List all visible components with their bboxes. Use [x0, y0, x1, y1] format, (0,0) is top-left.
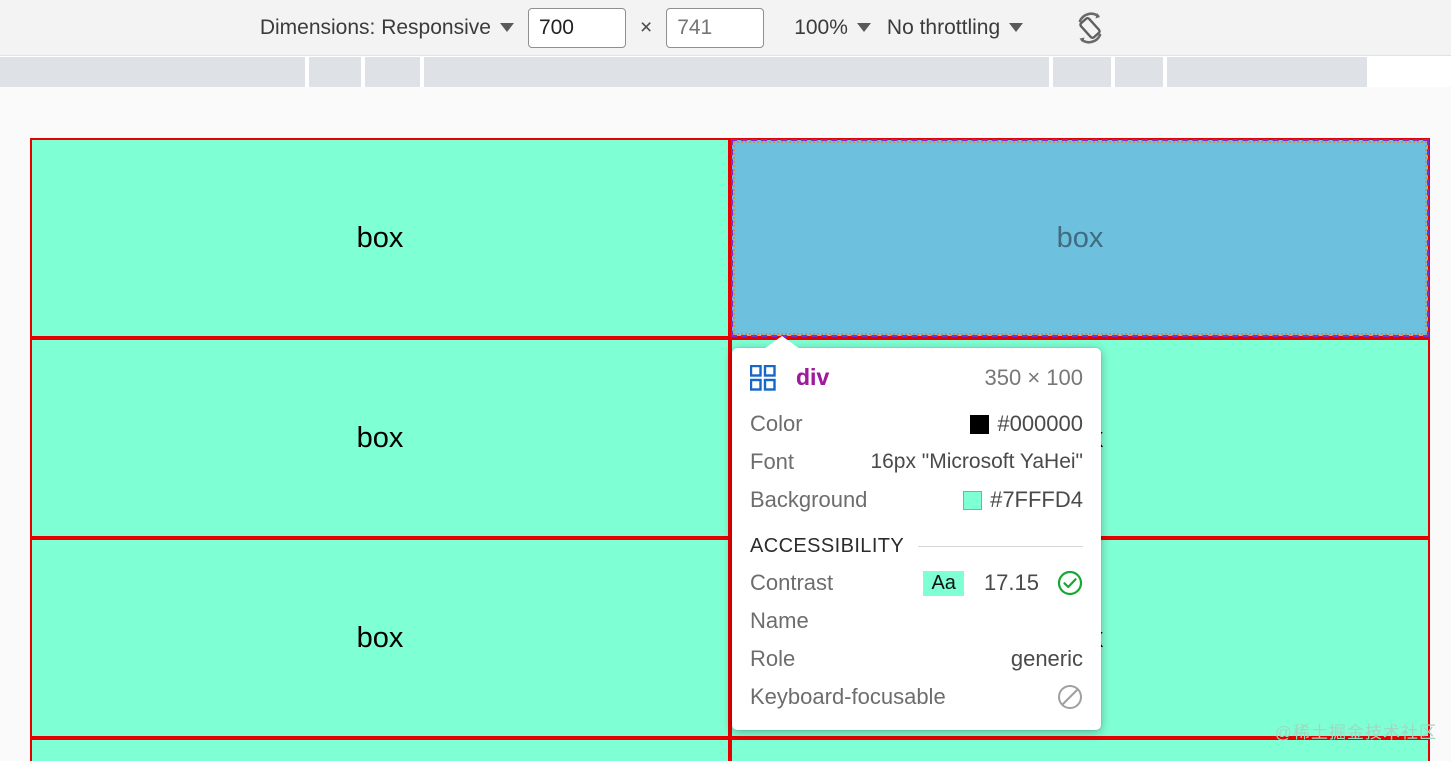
font-value: 16px "Microsoft YaHei"	[870, 450, 1083, 473]
background-value-group: #7FFFD4	[963, 487, 1083, 513]
box-element[interactable]: box	[30, 138, 730, 338]
skeleton-segment	[0, 57, 305, 87]
throttling-dropdown[interactable]: No throttling	[885, 16, 1037, 40]
check-circle-icon	[1057, 570, 1083, 596]
viewport-height-input[interactable]	[666, 7, 765, 48]
page-skeleton-strip	[0, 57, 1451, 87]
contrast-value: 17.15	[983, 570, 1039, 595]
grid-icon	[750, 364, 776, 391]
box-label: box	[356, 621, 404, 654]
accessibility-section-header: ACCESSIBILITY	[750, 535, 1083, 558]
skeleton-segment	[309, 57, 361, 87]
background-key: Background	[750, 487, 868, 512]
inspected-dimensions: 350 × 100	[984, 364, 1083, 390]
tooltip-pointer	[764, 336, 800, 349]
font-key: Font	[750, 449, 795, 474]
keyboard-focusable-key: Keyboard-focusable	[750, 684, 946, 709]
chevron-down-icon	[1009, 23, 1024, 32]
page-viewport: boxboxboxboxboxboxboxbox @稀土掘金技术社区	[0, 87, 1451, 761]
color-swatch	[970, 414, 990, 434]
chevron-down-icon	[856, 23, 871, 32]
element-inspect-tooltip: div 350 × 100 Color #000000 Font 16px "M…	[732, 336, 1101, 730]
skeleton-segment	[1167, 57, 1367, 87]
tooltip-row-keyboard-focusable: Keyboard-focusable	[750, 678, 1083, 716]
color-value: #000000	[997, 411, 1083, 436]
keyboard-focusable-status	[1057, 684, 1083, 710]
inspected-tag-name: div	[796, 364, 830, 390]
contrast-aa-badge: Aa	[923, 570, 964, 596]
box-label: box	[356, 221, 404, 254]
color-value-group: #000000	[970, 411, 1083, 437]
contrast-key: Contrast	[750, 570, 834, 595]
throttling-label: No throttling	[886, 15, 1001, 39]
box-element-selected[interactable]: box	[730, 138, 1430, 338]
multiply-symbol: ×	[639, 15, 653, 39]
viewport-width-input[interactable]	[527, 7, 626, 48]
box-element[interactable]: box	[730, 738, 1430, 761]
color-key: Color	[750, 411, 803, 436]
contrast-value-group: Aa 17.15	[923, 570, 1083, 596]
box-row: box box	[30, 138, 1430, 338]
role-key: Role	[750, 646, 796, 671]
dimensions-dropdown[interactable]: Dimensions: Responsive	[258, 16, 528, 40]
dimensions-label: Dimensions: Responsive	[259, 15, 491, 39]
box-element[interactable]: box	[30, 738, 730, 761]
rotate-device-button[interactable]	[1067, 6, 1113, 50]
tooltip-row-contrast: Contrast Aa 17.15	[750, 564, 1083, 602]
device-emulation-toolbar: Dimensions: Responsive × 100% No throttl…	[0, 0, 1451, 56]
tooltip-row-role: Role generic	[750, 640, 1083, 678]
background-value: #7FFFD4	[990, 487, 1083, 512]
zoom-label: 100%	[794, 15, 848, 39]
tooltip-row-name: Name	[750, 602, 1083, 640]
rotate-device-icon	[1078, 11, 1102, 44]
tooltip-header: div 350 × 100	[750, 364, 1083, 391]
tooltip-row-font: Font 16px "Microsoft YaHei"	[750, 443, 1083, 481]
box-grid: boxboxboxboxboxboxboxbox	[30, 138, 1430, 761]
skeleton-segment	[424, 57, 1049, 87]
accessibility-title: ACCESSIBILITY	[750, 535, 905, 557]
prohibited-icon	[1058, 685, 1082, 709]
section-divider	[918, 546, 1083, 547]
name-key: Name	[750, 608, 809, 633]
skeleton-segment	[1115, 57, 1163, 87]
box-element[interactable]: box	[30, 538, 730, 738]
background-swatch	[963, 490, 983, 510]
box-label: box	[356, 421, 404, 454]
tooltip-row-color: Color #000000	[750, 405, 1083, 443]
zoom-dropdown[interactable]: 100%	[792, 16, 885, 40]
tooltip-row-background: Background #7FFFD4	[750, 481, 1083, 519]
box-element[interactable]: box	[30, 338, 730, 538]
skeleton-segment	[1053, 57, 1111, 87]
skeleton-segment	[365, 57, 420, 87]
box-label: box	[1056, 221, 1104, 254]
chevron-down-icon	[499, 23, 514, 32]
role-value: generic	[1010, 646, 1083, 671]
